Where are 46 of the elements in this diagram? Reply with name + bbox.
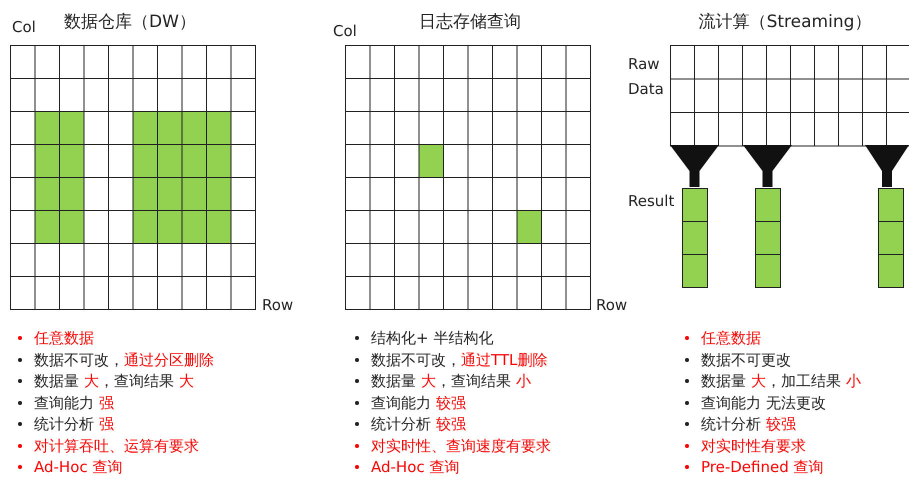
axis-label: Row (262, 296, 294, 314)
highlight-text: 小 (846, 371, 861, 391)
list-text: ，加工结果 (766, 371, 841, 391)
highlight-text: 对实时性、查询速度有要求 (371, 436, 551, 456)
list-text: 数据量 (701, 371, 746, 391)
list-text: ，查询结果 (436, 371, 511, 391)
highlight-text: Ad-Hoc 查询 (371, 457, 460, 477)
highlight-text: 任意数据 (34, 328, 94, 348)
highlight-text: 大 (179, 371, 194, 391)
highlight-text: 通过分区删除 (124, 350, 214, 370)
highlight-text: 大 (84, 371, 99, 391)
list-text: 数据量 (371, 371, 416, 391)
list-text: 查询能力 (371, 392, 431, 412)
row-label: Result (628, 192, 674, 210)
list-text: 数据不可更改 (701, 350, 791, 370)
axis-label: Col (12, 18, 36, 36)
list-text: 查询能力 无法更改 (701, 392, 826, 412)
highlight-text: 任意数据 (701, 328, 761, 348)
list-text: 数据不可改， (34, 350, 124, 370)
list-text: 数据不可改， (371, 350, 461, 370)
highlight-text: 对实时性有要求 (701, 436, 806, 456)
highlight-text: 较强 (766, 414, 796, 434)
highlight-text: 大 (751, 371, 766, 391)
highlight-text: 小 (516, 371, 531, 391)
list-text: 统计分析 (34, 414, 94, 434)
row-label: Raw Data (628, 54, 665, 100)
list-text: ，查询结果 (99, 371, 174, 391)
highlight-text: 强 (99, 392, 114, 412)
list-text: 统计分析 (701, 414, 761, 434)
highlight-text: 大 (421, 371, 436, 391)
list-text: 查询能力 (34, 392, 94, 412)
panel-title: 数据仓库（DW） (64, 11, 196, 33)
highlight-text: Ad-Hoc 查询 (34, 457, 122, 477)
axis-label: Row (596, 296, 628, 314)
highlight-text: 较强 (436, 392, 466, 412)
highlight-text: Pre-Defined 查询 (701, 457, 824, 477)
list-text: 统计分析 (371, 414, 431, 434)
highlight-text: 通过TTL删除 (461, 350, 548, 370)
axis-label: Col (333, 22, 357, 40)
list-text: 数据量 (34, 371, 79, 391)
panel-title: 日志存储查询 (419, 11, 521, 33)
list-text: 结构化+ 半结构化 (371, 328, 494, 348)
highlight-text: 对计算吞吐、运算有要求 (34, 436, 199, 456)
highlight-text: 强 (99, 414, 114, 434)
highlight-text: 较强 (436, 414, 466, 434)
panel-title: 流计算（Streaming） (698, 11, 872, 33)
